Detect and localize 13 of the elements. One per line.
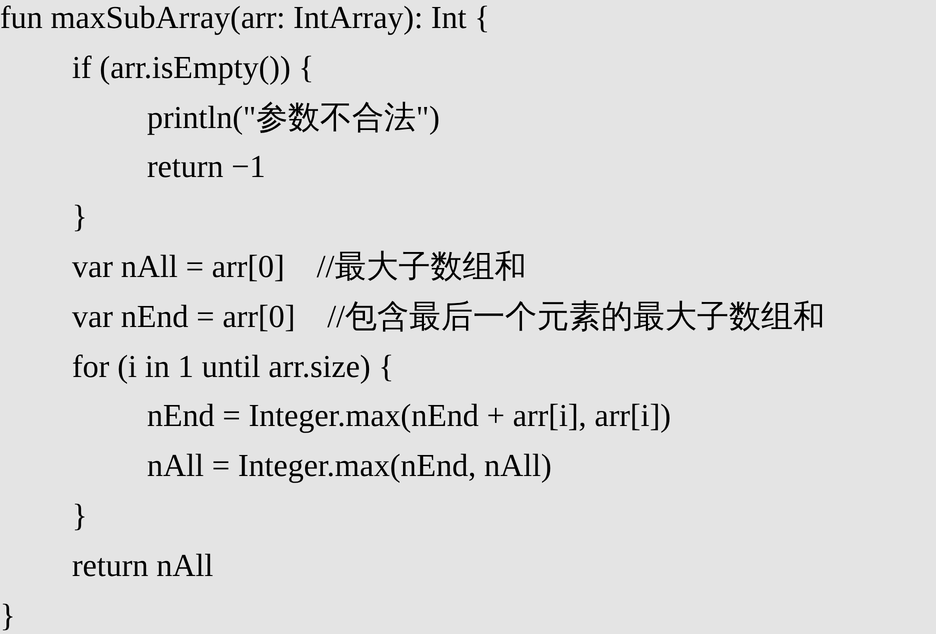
code-line: var nAll = arr[0] //最大子数组和: [72, 247, 526, 285]
code-line: }: [72, 496, 88, 534]
code-line: nEnd = Integer.max(nEnd + arr[i], arr[i]): [147, 396, 671, 434]
code-line: var nEnd = arr[0] //包含最后一个元素的最大子数组和: [72, 296, 826, 335]
code-line: for (i in 1 until arr.size) {: [72, 346, 394, 385]
code-line: println("参数不合法"): [147, 98, 440, 136]
code-line: if (arr.isEmpty()) {: [72, 48, 314, 86]
code-line: }: [0, 596, 16, 634]
code-line: fun maxSubArray(arr: IntArray): Int {: [0, 0, 490, 36]
code-line: return −1: [147, 147, 266, 186]
code-line: return nAll: [72, 546, 214, 584]
code-line: }: [72, 197, 88, 236]
code-line: nAll = Integer.max(nEnd, nAll): [147, 446, 552, 484]
